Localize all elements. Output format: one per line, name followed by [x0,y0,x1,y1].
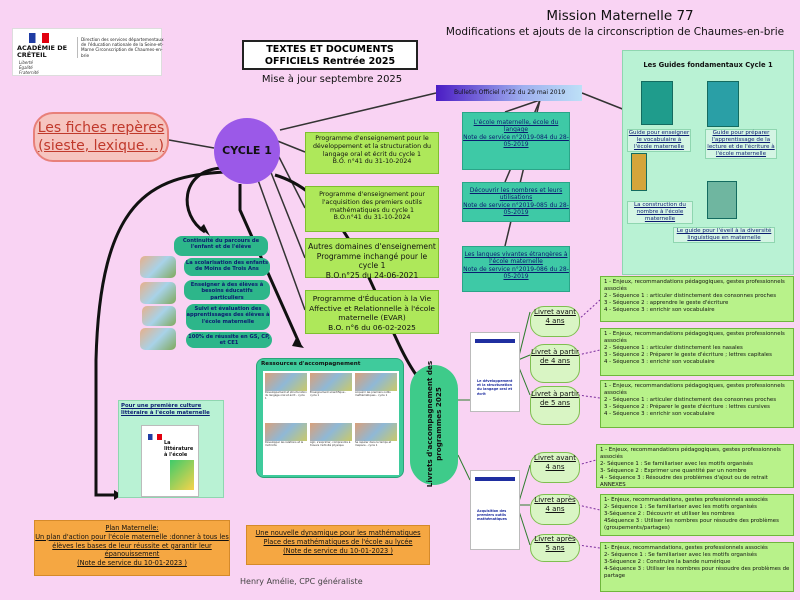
ressources-title: Ressources d'accompagnement [261,361,361,367]
guides-title: Les Guides fondamentaux Cycle 1 [643,61,773,69]
republic-motto: Liberté Égalité Fraternité [19,60,39,75]
culture-document-cover: La littérature à l'école [141,425,199,497]
livret-langage-avant-4-ans[interactable]: Livret avant 4 ans [530,306,580,337]
livret-langage-5-ans[interactable]: Livret à partir de 5 ans [530,386,580,425]
ressources-grid: Développement et structuration du langag… [263,371,399,475]
photo-children [140,328,176,350]
photo-children [140,256,176,278]
programme-evar-link[interactable]: Programme d'Éducation à la Vie Affective… [305,290,439,334]
guide-diversite-cover [707,181,737,219]
programme-langage-link[interactable]: Programme d'enseignement pour le dévelop… [305,132,439,174]
livret-contents-langage-5: 1 - Enjeux, recommandations pédagogiques… [600,380,794,428]
guide-diversite-link[interactable]: Le guide pour l'éveil à la diversité lin… [673,227,775,243]
photo-children [140,282,176,304]
livret-maths-apres-5-ans[interactable]: Livret après 5 ans [530,534,580,562]
suivi-evaluation-link[interactable]: Suivi et évaluation des apprentissages d… [186,304,270,330]
ressource-item[interactable]: Développement et structuration du langag… [265,373,307,401]
ressources-accompagnement-panel: Ressources d'accompagnement Développemen… [256,358,404,478]
ressource-item[interactable]: Développer les relations et la motricité [265,423,307,447]
ressource-item[interactable]: Se repérer dans le temps et l'espace - c… [355,423,397,447]
continuite-panel [140,250,274,350]
livret-maths-apres-4-ans[interactable]: Livret après 4 ans [530,494,580,525]
livret-contents-maths-avant-4: 1 - Enjeux, recommandations pédagogiques… [596,444,794,488]
guides-fondamentaux-panel: Les Guides fondamentaux Cycle 1 Guide po… [622,50,794,275]
update-date: Mise à jour septembre 2025 [261,74,403,85]
fiches-reperes-link[interactable]: Les fiches repères (sieste, lexique…) [33,112,169,162]
livret-langage-4-ans[interactable]: Livret à partir de 4 ans [530,344,580,383]
livret-maths-avant-4-ans[interactable]: Livret avant 4 ans [530,452,580,483]
ressource-item[interactable]: Acquérir les premiers outils mathématiqu… [355,373,397,397]
decorative-shape [170,460,194,490]
french-flag-icon [148,434,162,440]
guide-nombre-cover [631,153,647,191]
author-credit: Henry Amélie, CPC généraliste [240,577,363,586]
reussite-gs-cp-ce1-link[interactable]: 100% de réussite en GS, CP, et CE1 [186,332,272,348]
livret-contents-langage-4: 1 - Enjeux, recommandations pédagogiques… [600,328,794,376]
bulletin-officiel-link[interactable]: Bulletin Officiel n°22 du 29 mai 2019 [436,85,582,101]
guide-nombre-link[interactable]: La construction du nombre à l'école mate… [627,201,693,224]
livret-maths-cover[interactable]: Acquisition des premiers outils mathémat… [470,470,520,550]
continuite-parcours-link[interactable]: Continuité du parcours de l'enfant et de… [174,236,268,256]
academie-logo: ACADÉMIE DE CRÉTEIL Liberté Égalité Frat… [12,28,165,76]
direction-text: Direction des services départementaux de… [77,37,165,58]
livret-langage-cover[interactable]: Le développement et la structuration du … [470,332,520,412]
note-nombres-link[interactable]: Découvrir les nombres et leurs utilisati… [462,182,570,222]
mission-title: Mission Maternelle 77 [546,8,694,24]
french-flag-icon [29,33,49,43]
photo-children [142,306,176,326]
livrets-node: Livrets d'accompagnement des programmes … [410,361,458,487]
academie-name: ACADÉMIE DE CRÉTEIL [17,44,68,59]
livret-contents-maths-apres-5: 1- Enjeux, recommandations, gestes profe… [600,542,794,592]
plan-maternelle-box[interactable]: Plan Maternelle: Un plan d'action pour l… [34,520,230,576]
modifications-subtitle: Modifications et ajouts de la circonscri… [445,26,785,38]
guide-vocabulaire-cover [641,81,673,125]
note-langage-link[interactable]: L'école maternelle, école du langage Not… [462,112,570,170]
moins-trois-ans-link[interactable]: La scolarisation des enfants de Moins de… [184,258,270,276]
programme-maths-link[interactable]: Programme d'enseignement pour l'acquisit… [305,186,439,232]
programme-autres-domaines-link[interactable]: Autres domaines d'enseignement Programme… [305,238,439,280]
culture-litteraire-link[interactable]: Pour une première culture littéraire à l… [121,403,210,416]
livret-contents-maths-apres-4: 1- Enjeux, recommandations, gestes profe… [600,494,794,536]
dynamique-maths-box[interactable]: Une nouvelle dynamique pour les mathémat… [246,525,430,565]
ressource-item[interactable]: Enseignement scientifique - cycle 1 [310,373,352,397]
guide-lecture-cover [707,81,739,127]
ressource-item[interactable]: Agir, s'exprimer, comprendre à travers l… [310,423,352,447]
guide-vocabulaire-link[interactable]: Guide pour enseigner le vocabulaire à l'… [627,129,691,152]
cycle-1-node: CYCLE 1 [214,118,280,184]
textes-officiels-box: TEXTES ET DOCUMENTS OFFICIELS Rentrée 20… [242,40,418,70]
besoins-particuliers-link[interactable]: Enseigner à des élèves à besoins éducati… [184,280,270,301]
livret-contents-langage-avant-4: 1 - Enjeux, recommandations pédagogiques… [600,276,794,322]
culture-litteraire-panel[interactable]: Pour une première culture littéraire à l… [118,400,224,498]
guide-lecture-link[interactable]: Guide pour préparer l'apprentissage de l… [705,129,777,159]
note-langues-link[interactable]: Les langues vivantes étrangères à l'écol… [462,246,570,292]
